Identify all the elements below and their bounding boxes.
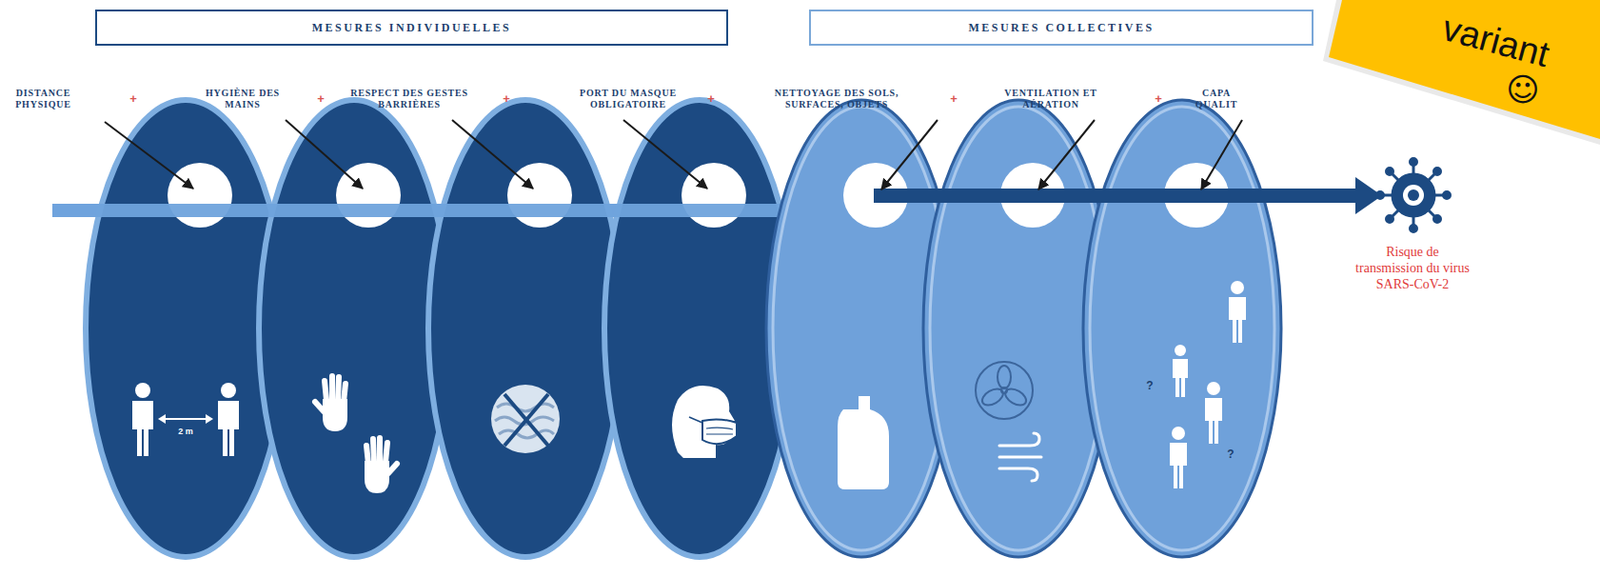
- sticker-smiley: ☺: [1501, 70, 1544, 109]
- plus-sign: +: [704, 91, 718, 106]
- plus-sign: +: [314, 91, 328, 106]
- layer-label: DISTANCE PHYSIQUE: [7, 87, 80, 111]
- layer-label: NETTOYAGE DES SOLS, SURFACES, OBJETS: [761, 87, 912, 111]
- sticker: [1328, 0, 1600, 139]
- individual-layers: [85, 99, 795, 557]
- group-header: MESURES COLLECTIVES: [809, 9, 1314, 46]
- distance-icon: [132, 382, 239, 456]
- header-text: MESURES COLLECTIVES: [967, 20, 1154, 36]
- layer-label: PORT DU MASQUE OBLIGATOIRE: [571, 87, 686, 111]
- risk-caption: Risque de transmission du virus SARS-CoV…: [1351, 243, 1474, 293]
- leader-lines: [104, 119, 1243, 190]
- question-mark: ?: [1223, 447, 1239, 461]
- layer-label: RESPECT DES GESTES BARRIÈRES: [347, 87, 472, 111]
- layer-label: HYGIÈNE DES MAINS: [204, 87, 281, 111]
- cleaning-icon: [837, 395, 889, 490]
- mask-icon: [671, 385, 737, 458]
- plus-sign: +: [499, 91, 514, 106]
- capacity-icon: [1169, 280, 1246, 489]
- ventilation-icon: [975, 361, 1042, 481]
- layer-label: VENTILATION ET AÉRATION: [994, 87, 1107, 111]
- layer-label: CAPA QUALIT: [1189, 87, 1244, 111]
- virus-icon: [1377, 158, 1451, 233]
- hands-icon: [315, 375, 397, 493]
- question-mark: ?: [1142, 378, 1158, 393]
- plus-sign: +: [1151, 91, 1166, 106]
- risk-arrow: [873, 188, 1358, 203]
- plus-sign: +: [947, 91, 961, 106]
- group-header: MESURES INDIVIDUELLES: [95, 9, 729, 46]
- plus-sign: +: [126, 91, 140, 106]
- collective-layers: [766, 99, 1282, 557]
- risk-line: [52, 203, 805, 218]
- risk-line: [52, 203, 805, 218]
- header-text: MESURES INDIVIDUELLES: [312, 20, 513, 36]
- distance-value: 2 m: [171, 426, 200, 436]
- sticker-shadow: [1323, 0, 1600, 145]
- barrier-icon: [491, 384, 560, 454]
